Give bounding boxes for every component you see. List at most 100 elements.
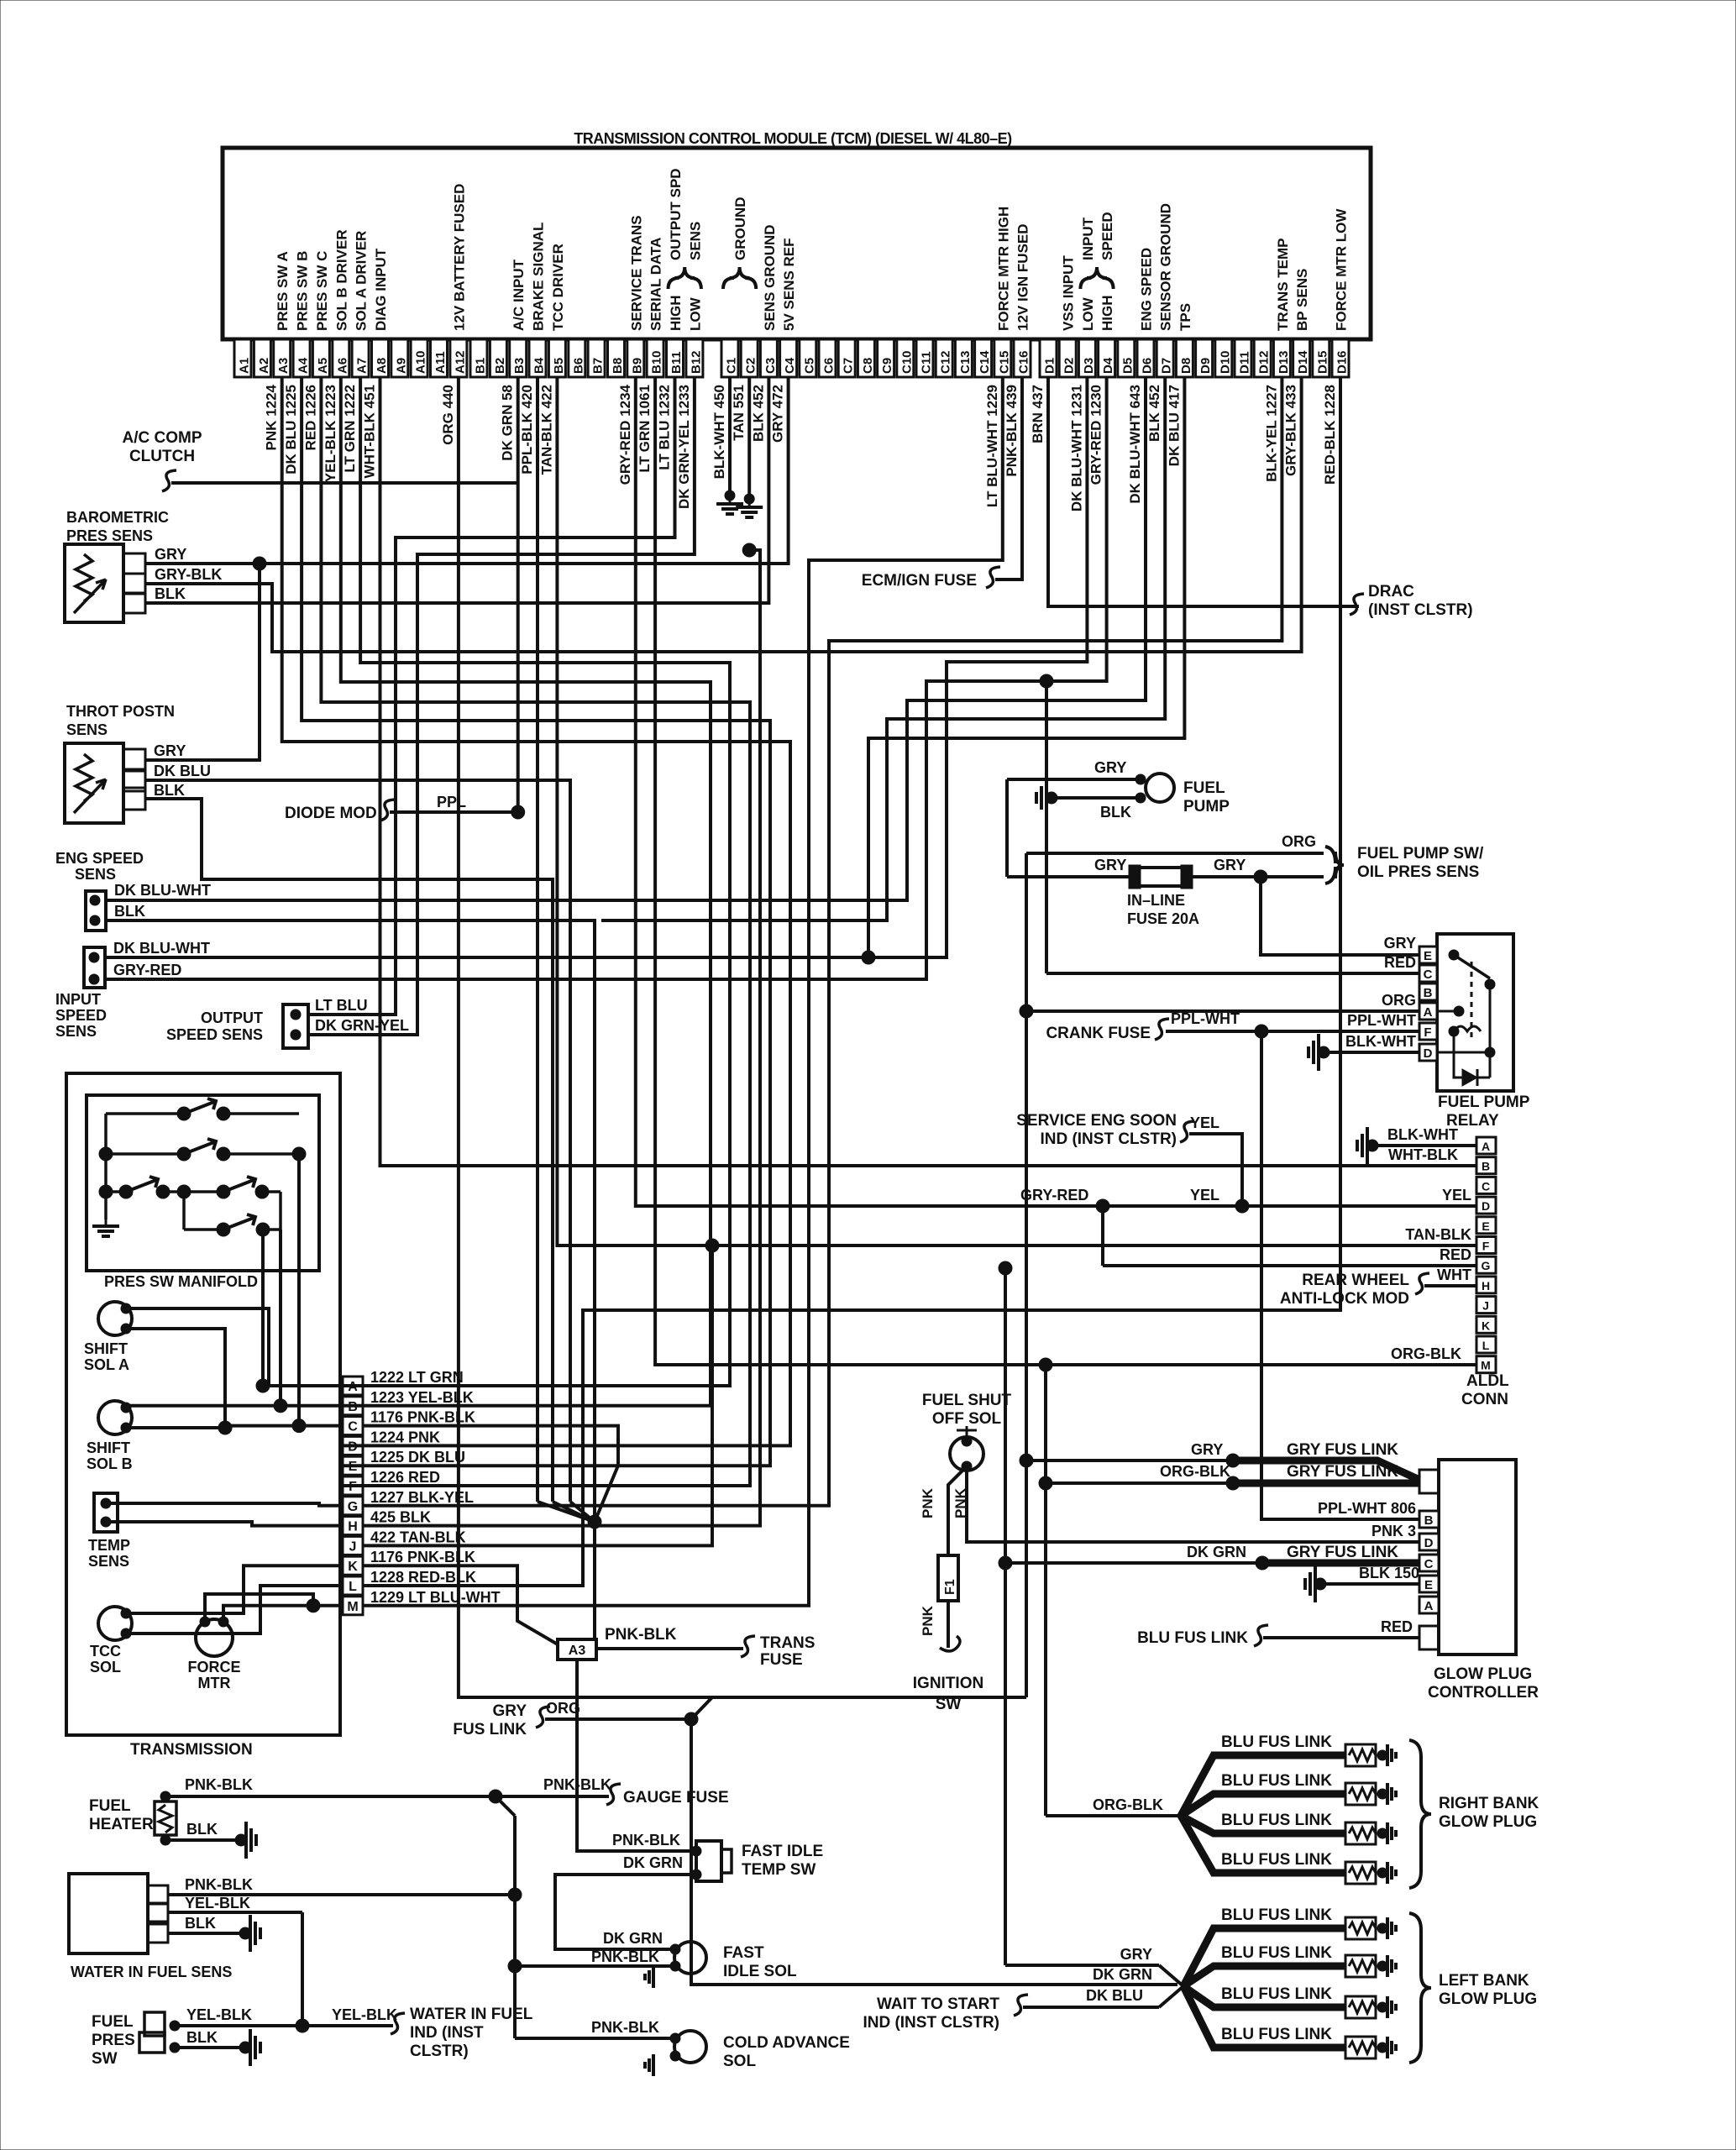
svg-text:1229 LT BLU-WHT: 1229 LT BLU-WHT bbox=[370, 1589, 501, 1606]
svg-text:GROUND: GROUND bbox=[732, 197, 748, 260]
svg-text:BLU FUS LINK: BLU FUS LINK bbox=[1221, 1772, 1332, 1790]
svg-text:PNK-BLK: PNK-BLK bbox=[591, 2019, 659, 2036]
svg-text:TRANSMISSION CONTROL MODULE (T: TRANSMISSION CONTROL MODULE (TCM) (DIESE… bbox=[574, 130, 1012, 147]
svg-text:D5: D5 bbox=[1120, 358, 1135, 374]
svg-text:RED: RED bbox=[1381, 1618, 1413, 1635]
svg-text:425 BLK: 425 BLK bbox=[370, 1509, 431, 1526]
svg-text:IDLE SOL: IDLE SOL bbox=[723, 1963, 797, 1980]
svg-text:RIGHT BANK: RIGHT BANK bbox=[1439, 1795, 1539, 1812]
svg-text:RED: RED bbox=[1440, 1246, 1471, 1263]
svg-text:LT GRN 1222: LT GRN 1222 bbox=[342, 385, 358, 473]
svg-text:1227 BLK-YEL: 1227 BLK-YEL bbox=[370, 1489, 474, 1506]
svg-text:DK BLU 417: DK BLU 417 bbox=[1166, 385, 1182, 466]
svg-text:IN–LINE: IN–LINE bbox=[1127, 892, 1185, 909]
svg-text:GRY: GRY bbox=[154, 742, 186, 759]
svg-text:OUTPUT SPD: OUTPUT SPD bbox=[668, 168, 684, 260]
svg-text:FUEL: FUEL bbox=[92, 2013, 134, 2031]
svg-text:IGNITION: IGNITION bbox=[913, 1675, 983, 1692]
svg-text:L: L bbox=[349, 1580, 357, 1594]
svg-text:L: L bbox=[1482, 1339, 1490, 1352]
svg-text:BLK: BLK bbox=[114, 903, 145, 920]
svg-text:D1: D1 bbox=[1043, 358, 1057, 374]
svg-text:TRANS: TRANS bbox=[760, 1634, 815, 1652]
svg-text:LOW: LOW bbox=[1080, 296, 1096, 331]
svg-text:A1: A1 bbox=[238, 358, 252, 374]
svg-text:A5: A5 bbox=[316, 358, 330, 374]
svg-text:MTR: MTR bbox=[198, 1675, 231, 1691]
svg-text:BLK: BLK bbox=[185, 1915, 216, 1932]
svg-text:M: M bbox=[347, 1600, 358, 1614]
svg-text:DK GRN: DK GRN bbox=[623, 1854, 683, 1871]
svg-text:PNK-BLK: PNK-BLK bbox=[591, 1948, 659, 1965]
svg-text:SOL B DRIVER: SOL B DRIVER bbox=[333, 229, 349, 331]
svg-text:D7: D7 bbox=[1160, 358, 1174, 374]
svg-text:REAR WHEEL: REAR WHEEL bbox=[1302, 1272, 1409, 1289]
svg-text:G: G bbox=[348, 1500, 358, 1514]
svg-text:YEL-BLK: YEL-BLK bbox=[332, 2006, 397, 2023]
svg-text:DK GRN: DK GRN bbox=[603, 1930, 663, 1947]
svg-text:TRANSMISSION: TRANSMISSION bbox=[130, 1741, 253, 1759]
svg-text:TAN-BLK: TAN-BLK bbox=[1405, 1226, 1471, 1243]
svg-text:SENSOR GROUND: SENSOR GROUND bbox=[1158, 203, 1174, 331]
svg-text:1224 PNK: 1224 PNK bbox=[370, 1429, 440, 1445]
svg-text:E: E bbox=[1424, 1578, 1433, 1592]
svg-text:PNK 3: PNK 3 bbox=[1371, 1523, 1416, 1539]
svg-text:D4: D4 bbox=[1101, 357, 1115, 374]
svg-text:D: D bbox=[1424, 1046, 1433, 1061]
svg-text:PNK: PNK bbox=[920, 1605, 936, 1636]
svg-text:SHIFT: SHIFT bbox=[87, 1439, 130, 1456]
svg-text:PNK-BLK: PNK-BLK bbox=[605, 1626, 677, 1644]
svg-text:12V BATTERY FUSED: 12V BATTERY FUSED bbox=[451, 184, 467, 331]
svg-text:LT GRN 1061: LT GRN 1061 bbox=[637, 385, 653, 473]
svg-text:DK BLU-WHT 1231: DK BLU-WHT 1231 bbox=[1068, 385, 1084, 511]
svg-text:C5: C5 bbox=[802, 358, 816, 374]
svg-text:D8: D8 bbox=[1179, 358, 1193, 374]
svg-text:SW: SW bbox=[92, 2050, 118, 2068]
svg-text:ORG: ORG bbox=[546, 1700, 580, 1717]
svg-text:LEFT BANK: LEFT BANK bbox=[1439, 1972, 1529, 1990]
svg-text:DK GRN: DK GRN bbox=[1093, 1966, 1152, 1983]
svg-text:C10: C10 bbox=[899, 350, 914, 374]
svg-text:C15: C15 bbox=[997, 350, 1011, 374]
svg-text:D12: D12 bbox=[1257, 350, 1272, 374]
svg-text:SENS: SENS bbox=[687, 222, 703, 260]
svg-text:PPL-BLK 420: PPL-BLK 420 bbox=[519, 385, 535, 475]
svg-text:RELAY: RELAY bbox=[1446, 1112, 1499, 1130]
svg-text:IND (INST CLSTR): IND (INST CLSTR) bbox=[1040, 1130, 1177, 1148]
svg-text:BLK-YEL 1227: BLK-YEL 1227 bbox=[1263, 385, 1279, 482]
svg-text:ALDL: ALDL bbox=[1466, 1372, 1509, 1390]
svg-text:BP SENS: BP SENS bbox=[1294, 269, 1310, 331]
svg-text:CONN: CONN bbox=[1461, 1391, 1508, 1408]
svg-text:BLU FUS LINK: BLU FUS LINK bbox=[1221, 1906, 1332, 1924]
svg-text:C9: C9 bbox=[880, 358, 894, 374]
svg-text:B2: B2 bbox=[493, 358, 507, 374]
svg-text:SPEED SENS: SPEED SENS bbox=[166, 1026, 263, 1043]
svg-text:SOL A: SOL A bbox=[84, 1356, 129, 1373]
svg-text:BLU FUS LINK: BLU FUS LINK bbox=[1221, 1812, 1332, 1829]
svg-text:A8: A8 bbox=[375, 358, 389, 374]
svg-text:SOL B: SOL B bbox=[87, 1455, 133, 1472]
svg-text:FORCE MTR LOW: FORCE MTR LOW bbox=[1334, 208, 1350, 331]
svg-text:WATER IN FUEL SENS: WATER IN FUEL SENS bbox=[71, 1964, 232, 1980]
svg-text:SHIFT: SHIFT bbox=[84, 1340, 128, 1357]
svg-text:A12: A12 bbox=[453, 350, 467, 374]
svg-text:DK BLU-WHT 643: DK BLU-WHT 643 bbox=[1127, 385, 1143, 504]
svg-text:H: H bbox=[1482, 1279, 1490, 1293]
svg-text:1226 RED: 1226 RED bbox=[370, 1469, 440, 1486]
svg-text:LT BLU-WHT 1229: LT BLU-WHT 1229 bbox=[984, 385, 1000, 507]
svg-text:PPL: PPL bbox=[437, 794, 466, 810]
svg-text:SERVICE TRANS: SERVICE TRANS bbox=[628, 215, 644, 331]
svg-text:B: B bbox=[1482, 1160, 1490, 1173]
svg-text:BLK: BLK bbox=[154, 782, 185, 799]
svg-text:GRY: GRY bbox=[1384, 935, 1416, 952]
svg-text:SERIAL DATA: SERIAL DATA bbox=[648, 238, 664, 331]
svg-text:PNK-BLK: PNK-BLK bbox=[185, 1776, 253, 1793]
svg-text:BLK: BLK bbox=[186, 1821, 218, 1838]
svg-text:B11: B11 bbox=[669, 351, 684, 374]
svg-text:C16: C16 bbox=[1017, 350, 1031, 374]
svg-text:BLK-WHT 450: BLK-WHT 450 bbox=[711, 385, 727, 479]
svg-text:CRANK FUSE: CRANK FUSE bbox=[1046, 1025, 1151, 1042]
svg-text:OFF SOL: OFF SOL bbox=[932, 1410, 1002, 1428]
svg-text:C4: C4 bbox=[783, 357, 797, 374]
svg-text:422 TAN-BLK: 422 TAN-BLK bbox=[370, 1529, 466, 1545]
